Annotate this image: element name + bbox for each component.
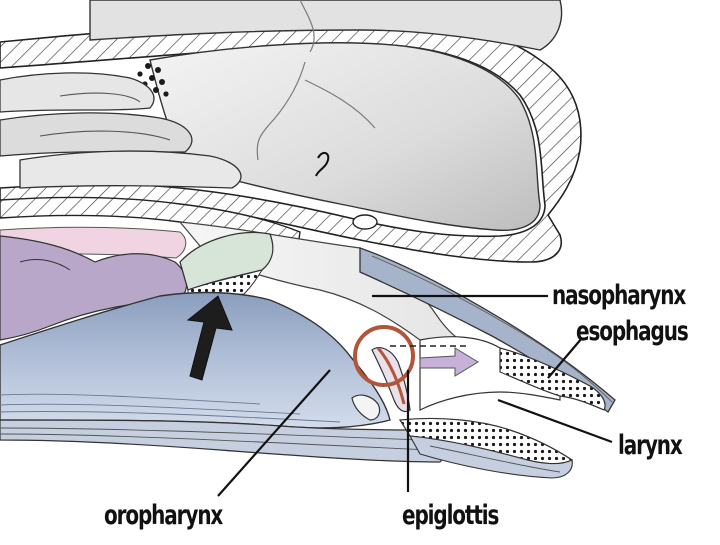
hyoid-bone (351, 394, 381, 421)
label-nasopharynx: nasopharynx (552, 280, 686, 311)
nasal-turbinates (0, 72, 242, 189)
label-larynx: larynx (618, 430, 683, 461)
label-oropharynx: oropharynx (104, 500, 223, 531)
leader-lines (217, 294, 613, 497)
epiglottis-highlight-ring (353, 325, 415, 387)
leader-oropharynx (217, 369, 331, 497)
leader-larynx (497, 398, 613, 444)
airflow-arrow (390, 345, 479, 377)
swallow-direction-arrow (186, 295, 233, 381)
floor-muscles (0, 393, 445, 463)
label-epiglottis: epiglottis (402, 500, 499, 531)
label-esophagus: esophagus (576, 316, 689, 347)
leader-esophagus (547, 337, 583, 379)
